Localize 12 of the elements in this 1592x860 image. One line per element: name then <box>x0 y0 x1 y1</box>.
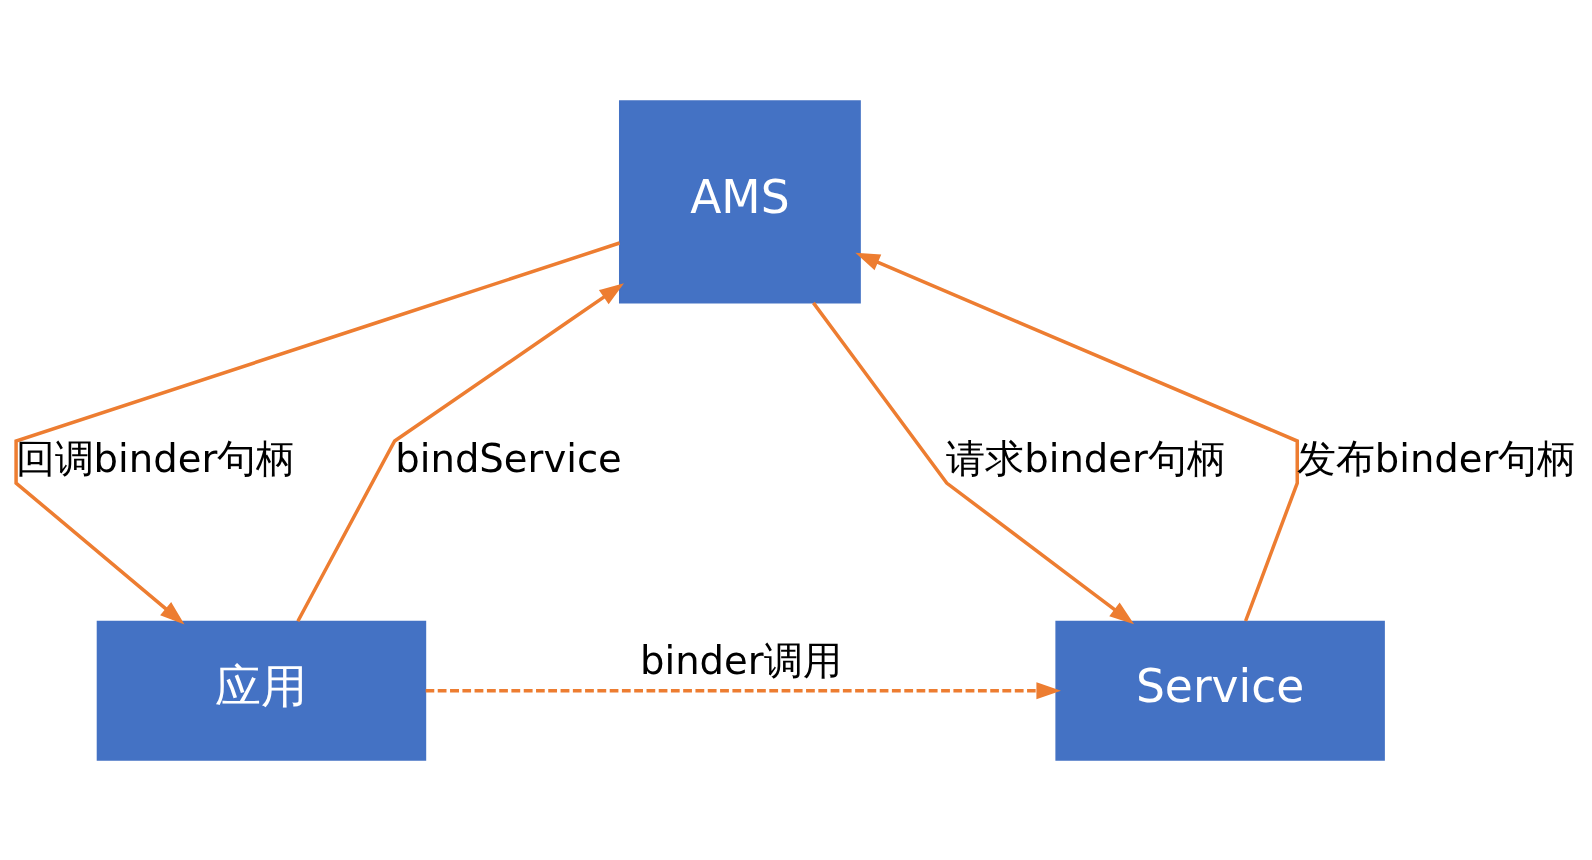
arrow <box>425 681 1061 699</box>
node-box: 应用 <box>96 620 427 761</box>
node-box: AMS <box>619 99 861 303</box>
node-box: Service <box>1055 620 1385 761</box>
arrow <box>14 240 621 624</box>
arrow <box>812 301 1135 624</box>
edge-label: binder调用 <box>639 637 842 683</box>
edge-label: 请求binder句柄 <box>946 435 1226 481</box>
arrow <box>296 282 625 622</box>
arrow <box>855 252 1299 622</box>
edge-label: 回调binder句柄 <box>15 435 296 481</box>
edge-label: bindService <box>395 435 622 481</box>
